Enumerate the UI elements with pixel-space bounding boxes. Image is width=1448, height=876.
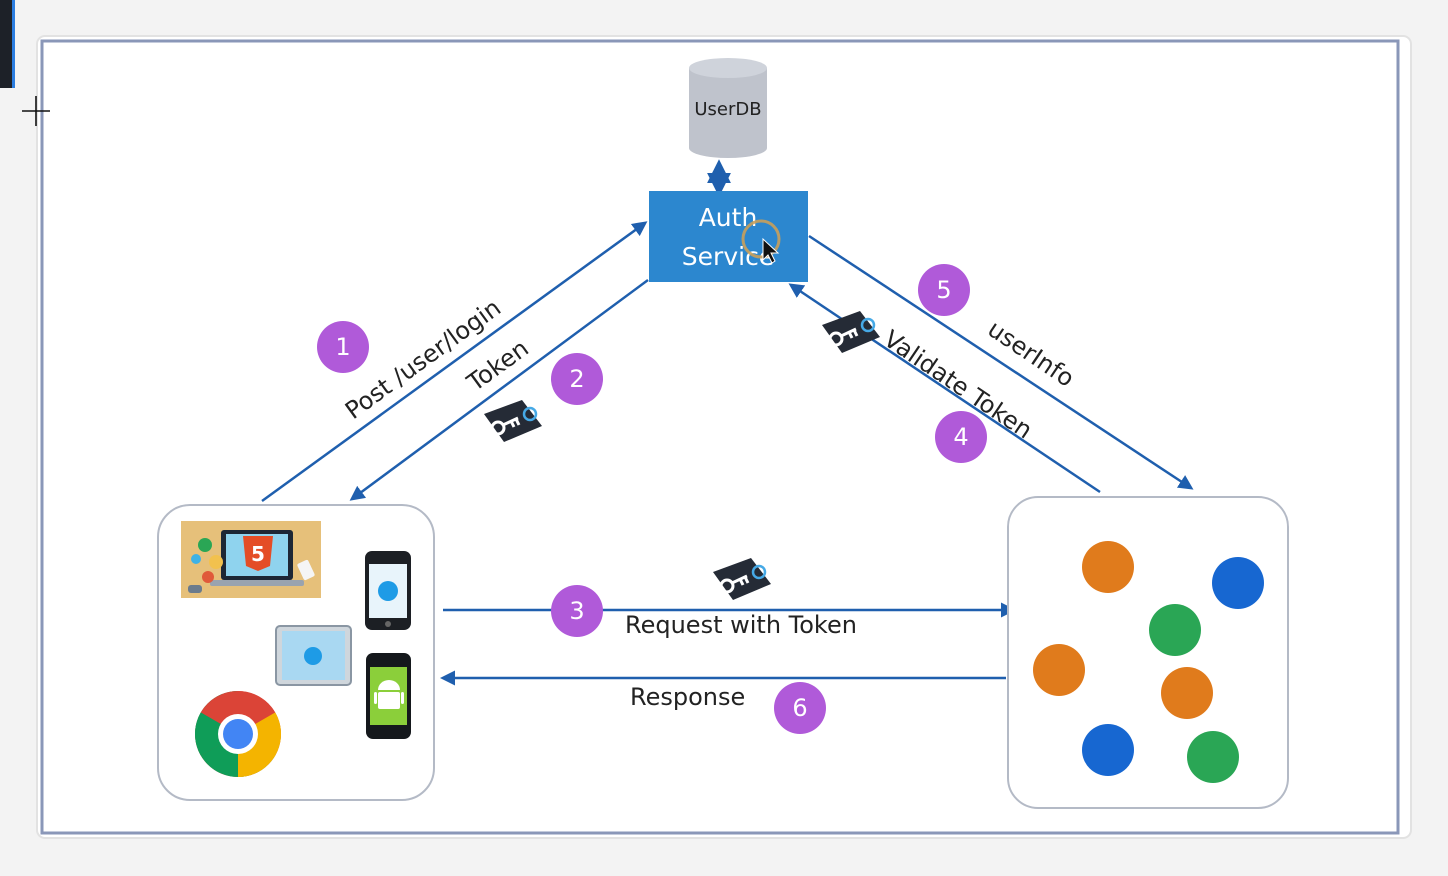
ipad-icon	[275, 625, 352, 686]
orange-node-icon	[1033, 644, 1085, 696]
userinfo-arrow	[808, 234, 1194, 490]
edge-label-response: Response	[630, 683, 745, 711]
step-badge-3: 3	[551, 585, 603, 637]
window-edge	[0, 0, 14, 88]
crosshair-cursor-icon	[22, 96, 50, 126]
step-number-3: 3	[569, 597, 584, 625]
userdb-label: UserDB	[694, 99, 761, 120]
blue-node-icon	[1212, 557, 1264, 609]
auth-service-box[interactable]: Auth Service	[649, 191, 808, 282]
green-node-icon	[1187, 731, 1239, 783]
mouse-pointer-icon	[741, 219, 781, 264]
userdb-database: UserDB	[689, 58, 767, 158]
chrome-icon	[195, 691, 281, 777]
iphone-icon	[365, 551, 411, 630]
window-edge-accent	[12, 0, 15, 88]
step-number-5: 5	[936, 276, 951, 304]
login-arrow	[261, 221, 648, 503]
step-badge-5: 5	[918, 264, 970, 316]
step-number-4: 4	[953, 423, 968, 451]
orange-node-icon	[1161, 667, 1213, 719]
green-node-icon	[1149, 604, 1201, 656]
android-phone-icon	[366, 653, 411, 739]
html5-badge-text: 5	[251, 542, 265, 566]
step-badge-6: 6	[774, 682, 826, 734]
html5-laptop-icon: 5	[181, 521, 321, 598]
diagram-frame	[40, 39, 1400, 835]
step-number-2: 2	[569, 365, 584, 393]
step-number-6: 6	[792, 694, 807, 722]
orange-node-icon	[1082, 541, 1134, 593]
token-arrow	[349, 278, 649, 501]
step-badge-1: 1	[317, 321, 369, 373]
edge-label-request: Request with Token	[625, 611, 857, 639]
step-badge-4: 4	[935, 411, 987, 463]
step-badge-2: 2	[551, 353, 603, 405]
blue-node-icon	[1082, 724, 1134, 776]
step-number-1: 1	[335, 333, 350, 361]
